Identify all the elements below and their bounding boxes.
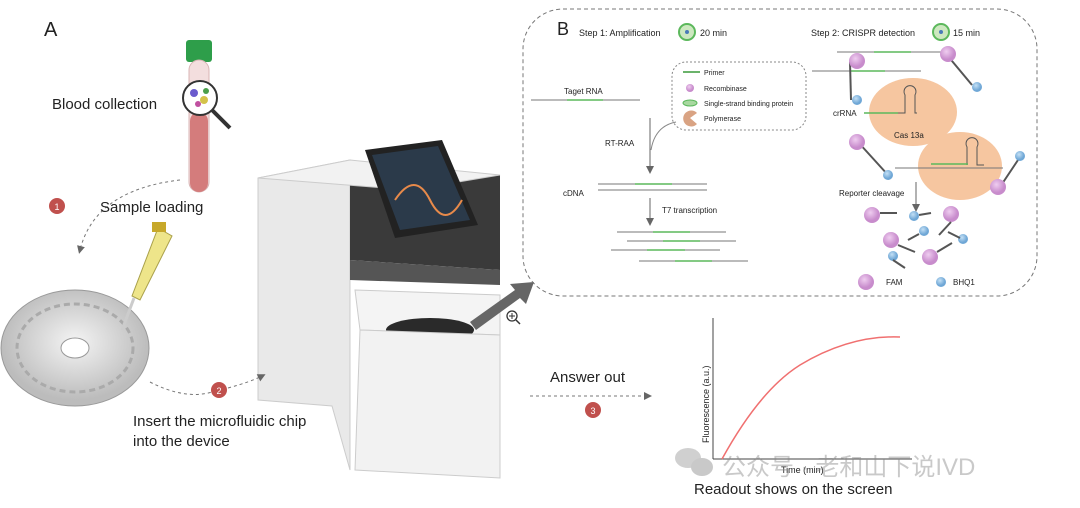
- fam-label: FAM: [886, 278, 903, 287]
- cdna-label: cDNA: [563, 189, 585, 198]
- rt-raa-label: RT-RAA: [605, 139, 635, 148]
- crrna-label: crRNA: [833, 109, 857, 118]
- pipette-illustration: [120, 222, 173, 331]
- step-badge-1: [49, 198, 65, 214]
- watermark: 公众号 · 老和山下说IVD: [675, 448, 975, 481]
- reporter-cleavage-label: Reporter cleavage: [839, 189, 905, 198]
- panel-a-label: A: [44, 19, 58, 41]
- dashed-arrow-2a: [149, 381, 213, 395]
- sample-loading-label: Sample loading: [100, 199, 203, 216]
- step-number: 2: [216, 386, 221, 396]
- rna-transcripts: [611, 231, 748, 262]
- zoom-in-icon: [506, 310, 521, 325]
- blood-collection-label: Blood collection: [52, 96, 157, 113]
- dashed-arrow-2b: [227, 374, 266, 389]
- insert-chip-label-line1: Insert the microfluidic chip: [133, 413, 306, 430]
- clock-icon: [678, 23, 696, 41]
- readout-label: Readout shows on the screen: [694, 481, 892, 498]
- legend-polymerase: Polymerase: [704, 116, 741, 123]
- step-badge-2: [211, 382, 227, 398]
- legend-ssb: Single-strand binding protein: [704, 101, 793, 108]
- step-number: 3: [590, 406, 595, 416]
- step1-time: 20 min: [700, 28, 727, 38]
- t7-label: T7 transcription: [662, 206, 717, 215]
- dashed-arrow-1: [77, 179, 181, 254]
- zoom-arrow: [470, 282, 534, 330]
- panel-b-frame: [522, 8, 1038, 297]
- y-axis-label: Fluorescence (a.u.): [701, 365, 711, 443]
- step-badge-3: [585, 402, 601, 418]
- watermark-text: 公众号 · 老和山下说IVD: [722, 454, 975, 481]
- step1-label: Step 1: Amplification: [579, 28, 661, 38]
- microfluidic-chip-illustration: [0, 289, 150, 407]
- legend: Primer Recombinase Single-strand binding…: [671, 61, 807, 131]
- crispr-detection-illustration: [812, 46, 1025, 290]
- clock-icon: [932, 23, 950, 41]
- step2-label: Step 2: CRISPR detection: [811, 28, 915, 38]
- panel-b-label: B: [557, 19, 569, 39]
- legend-primer: Primer: [704, 70, 725, 77]
- answer-out-label: Answer out: [550, 369, 626, 386]
- readout-chart: Fluorescence (a.u.) Time (min): [701, 318, 912, 475]
- cas13a-label: Cas 13a: [894, 131, 924, 140]
- step-number: 1: [54, 202, 59, 212]
- blood-tube-illustration: [182, 40, 232, 193]
- fluorescence-curve: [721, 336, 901, 460]
- device-illustration: [257, 140, 501, 479]
- legend-recombinase: Recombinase: [704, 86, 747, 93]
- x-axis-label: Time (min): [781, 465, 824, 475]
- insert-chip-label-line2: into the device: [133, 433, 230, 450]
- bhq1-label: BHQ1: [953, 278, 975, 287]
- step2-time: 15 min: [953, 28, 980, 38]
- target-rna-label: Taget RNA: [564, 87, 603, 96]
